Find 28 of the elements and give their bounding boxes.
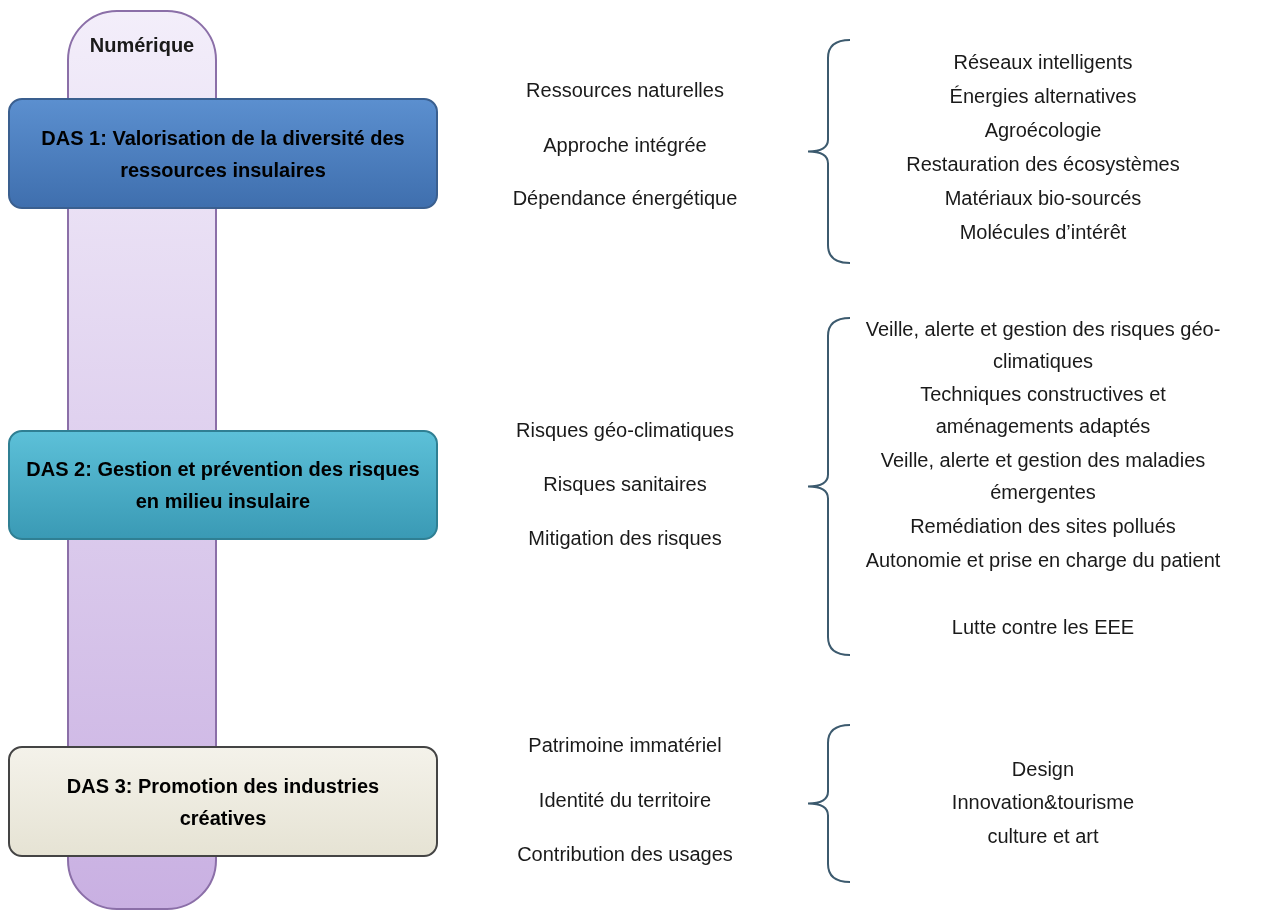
process-box: DAS 2: Gestion et prévention des risques en milieu insulaire bbox=[8, 430, 438, 540]
topic-label: Mitigation des risques bbox=[527, 526, 723, 551]
heading: Numérique bbox=[88, 34, 196, 57]
theme-label: Réseaux intelligents bbox=[952, 50, 1134, 75]
topic-label: Approche intégrée bbox=[542, 133, 708, 158]
topic-label: Identité du territoire bbox=[537, 788, 713, 813]
topic-label: Patrimoine immatériel bbox=[527, 733, 723, 758]
theme-label: Innovation&tourisme bbox=[950, 790, 1136, 815]
theme-label: Veille, alerte et gestion des maladies émergentes bbox=[879, 448, 1207, 505]
theme-label: Autonomie et prise en charge du patient bbox=[864, 548, 1222, 573]
theme-label: culture et art bbox=[986, 824, 1100, 849]
topic-label: Risques sanitaires bbox=[542, 472, 708, 497]
process-box: DAS 3: Promotion des industries créatives bbox=[8, 746, 438, 857]
theme-label: Molécules d’intérêt bbox=[958, 220, 1128, 245]
topic-label: Risques géo-climatiques bbox=[515, 418, 735, 443]
theme-label: Énergies alternatives bbox=[948, 84, 1138, 109]
topic-label: Ressources naturelles bbox=[525, 78, 725, 103]
topic-label: Contribution des usages bbox=[516, 842, 734, 867]
theme-label: Techniques constructives et aménagements adaptés bbox=[919, 382, 1167, 439]
theme-label: Lutte contre les EEE bbox=[950, 615, 1136, 640]
theme-label: Matériaux bio-sourcés bbox=[943, 186, 1143, 211]
theme-label: Veille, alerte et gestion des risques géo-climatiques bbox=[864, 317, 1222, 374]
theme-label: Design bbox=[1010, 757, 1076, 782]
theme-label: Restauration des écosystèmes bbox=[905, 152, 1181, 177]
theme-label: Agroécologie bbox=[983, 118, 1103, 143]
theme-label: Remédiation des sites pollués bbox=[909, 514, 1177, 539]
process-box: DAS 1: Valorisation de la diversité des ressources insulaires bbox=[8, 98, 438, 209]
topic-label: Dépendance énergétique bbox=[511, 186, 739, 211]
